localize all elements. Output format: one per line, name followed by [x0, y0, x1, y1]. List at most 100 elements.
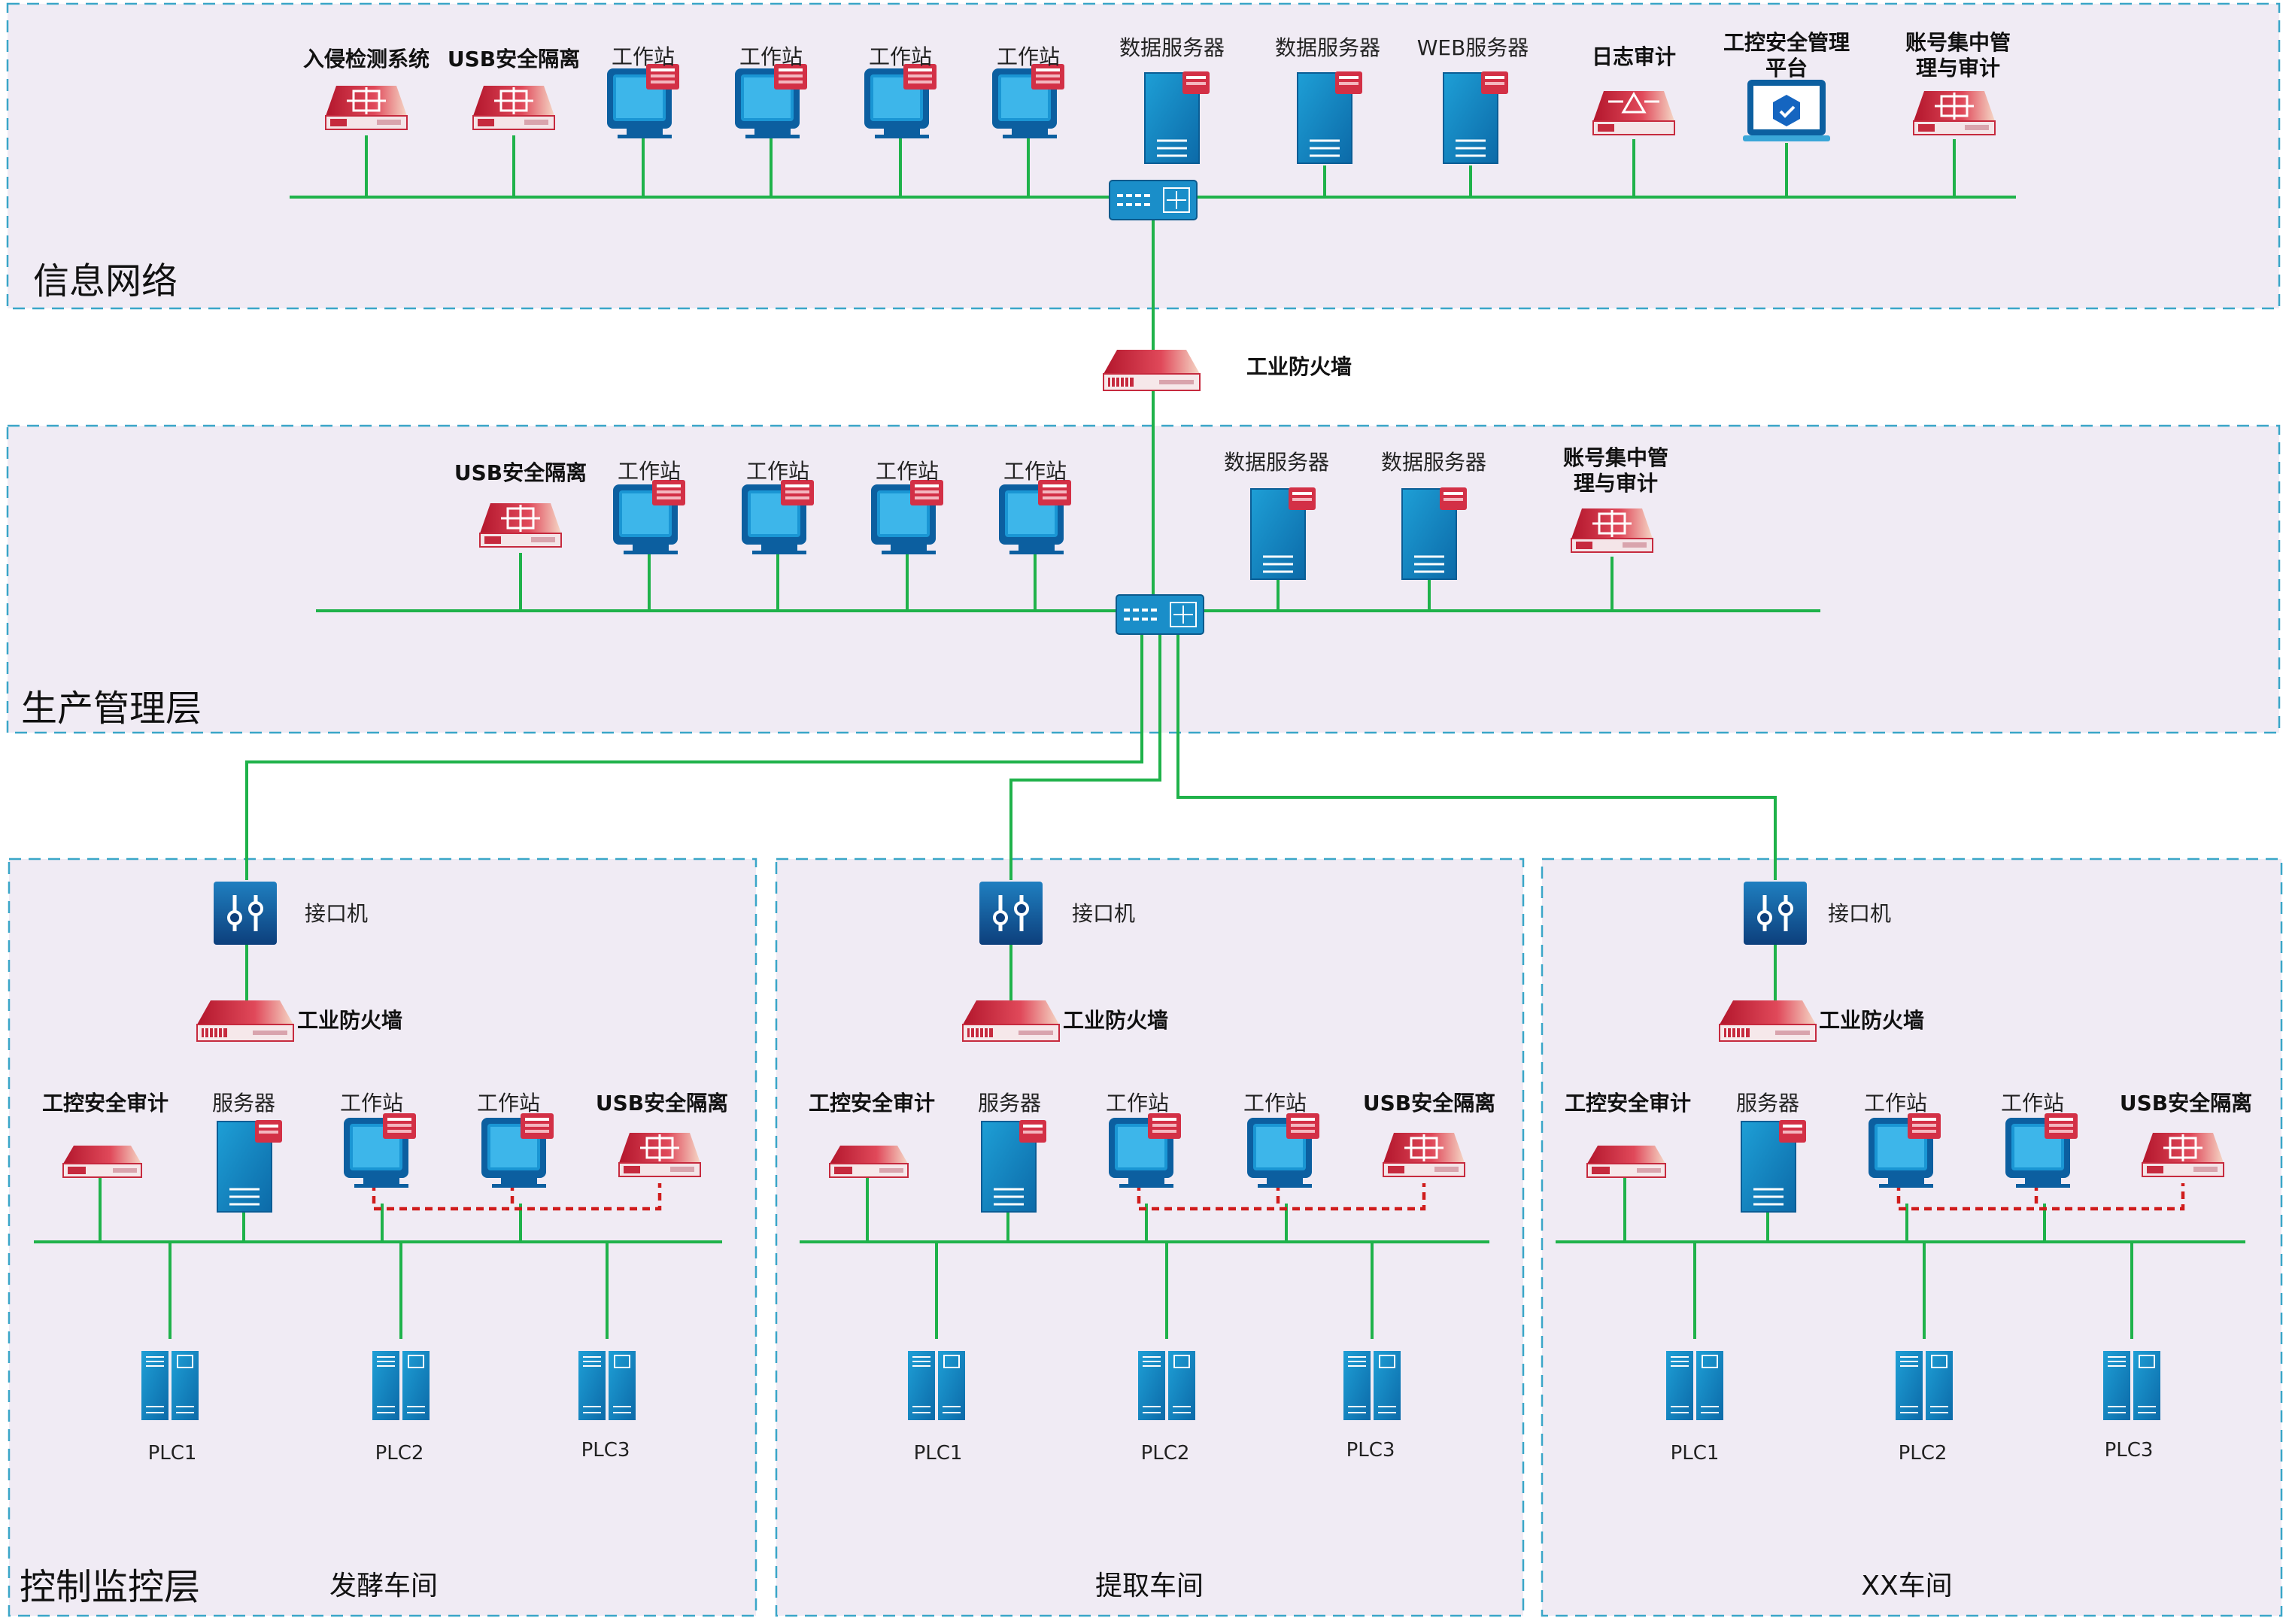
usb-isolation-device: [472, 84, 556, 131]
label-data-server: 数据服务器: [1119, 35, 1225, 60]
ics-audit-device: [1586, 1145, 1666, 1178]
workstation-icon: [999, 480, 1071, 554]
workstation-icon: [481, 1113, 554, 1188]
network-links: [34, 135, 2245, 1339]
layer-title-info: 信息网络: [33, 260, 178, 302]
workstation-icon: [871, 480, 943, 554]
label-usb: USB安全隔离: [1363, 1091, 1495, 1116]
layer-title-control: 控制监控层: [20, 1566, 200, 1608]
label-workstation: 工作站: [477, 1091, 540, 1116]
label-firewall: 工业防火墙: [1819, 1008, 1924, 1033]
label-firewall: 工业防火墙: [297, 1008, 402, 1033]
label-ics-platform-2: 平台: [1765, 56, 1808, 80]
label-web-server: WEB服务器: [1417, 35, 1529, 60]
interface-machine-icon: [979, 882, 1043, 945]
label-usb: USB安全隔离: [454, 460, 587, 485]
switch-icon: [1108, 179, 1198, 221]
usb-isolation-device: [618, 1131, 702, 1178]
label-plc2: PLC2: [1141, 1442, 1190, 1465]
firewall-device: [962, 1000, 1060, 1042]
account-audit-device: [1570, 507, 1654, 554]
workstation-icon: [613, 480, 685, 554]
usb-isolation-device: [2141, 1131, 2225, 1178]
interface-machine-icon: [1744, 882, 1807, 945]
log-audit-device: [1592, 90, 1676, 136]
label-interface: 接口机: [1072, 901, 1135, 926]
workstation-icon: [742, 480, 814, 554]
label-workstation: 工作站: [997, 44, 1060, 69]
account-audit-device: [1912, 90, 1996, 136]
label-plc1: PLC1: [914, 1442, 963, 1465]
label-usb: USB安全隔离: [2120, 1091, 2252, 1116]
label-workstation: 工作站: [1106, 1091, 1169, 1116]
label-workstation: 工作站: [876, 459, 939, 484]
label-plc2: PLC2: [1899, 1442, 1947, 1465]
workstation-icon: [1869, 1113, 1941, 1188]
interface-machine-icon: [214, 882, 277, 945]
label-workstation: 工作站: [612, 44, 675, 69]
ics-audit-device: [829, 1145, 909, 1178]
label-data-server: 数据服务器: [1224, 450, 1329, 475]
workshop-name-2: 提取车间: [1095, 1571, 1204, 1601]
workstation-icon: [735, 64, 807, 138]
workstation-icon: [992, 64, 1064, 138]
zone-info-network: [6, 2, 2281, 310]
label-intrusion: 入侵检测系统: [303, 47, 430, 71]
firewall-device: [1103, 349, 1201, 391]
label-server: 服务器: [212, 1091, 275, 1116]
firewall-device: [1719, 1000, 1817, 1042]
label-ics-audit: 工控安全审计: [1565, 1091, 1691, 1116]
layer-title-production: 生产管理层: [21, 688, 202, 730]
label-plc3: PLC3: [2105, 1439, 2154, 1462]
label-workstation: 工作站: [1243, 1091, 1307, 1116]
workstation-icon: [1247, 1113, 1319, 1188]
label-workstation: 工作站: [340, 1091, 403, 1116]
label-server: 服务器: [1736, 1091, 1799, 1116]
label-plc3: PLC3: [581, 1439, 630, 1462]
label-plc3: PLC3: [1346, 1439, 1395, 1462]
label-usb: USB安全隔离: [448, 47, 580, 71]
switch-icon: [1115, 593, 1205, 636]
usb-isolation-device: [478, 502, 563, 548]
firewall-device: [196, 1000, 294, 1042]
label-data-server: 数据服务器: [1381, 450, 1486, 475]
workshop-name-1: 发酵车间: [329, 1571, 438, 1601]
label-server: 服务器: [978, 1091, 1041, 1116]
label-account-1: 账号集中管: [1905, 30, 2011, 55]
zone-workshop-2: [775, 858, 1525, 1617]
ics-audit-device: [62, 1145, 142, 1178]
label-ics-platform-1: 工控安全管理: [1723, 30, 1850, 55]
label-account-2: 理与审计: [1574, 471, 1658, 496]
label-log-audit: 日志审计: [1592, 44, 1676, 69]
label-plc1: PLC1: [1671, 1442, 1720, 1465]
workstation-icon: [607, 64, 679, 138]
label-workstation: 工作站: [2001, 1091, 2064, 1116]
ids-device: [324, 84, 408, 131]
workstation-icon: [344, 1113, 416, 1188]
label-account-1: 账号集中管: [1563, 445, 1668, 470]
label-ics-audit: 工控安全审计: [809, 1091, 935, 1116]
zone-workshop-3: [1541, 858, 2283, 1617]
label-firewall: 工业防火墙: [1246, 354, 1352, 379]
label-firewall: 工业防火墙: [1063, 1008, 1168, 1033]
label-workstation: 工作站: [1003, 459, 1067, 484]
label-workstation: 工作站: [869, 44, 932, 69]
label-usb: USB安全隔离: [596, 1091, 728, 1116]
workstation-icon: [2005, 1113, 2078, 1188]
label-data-server: 数据服务器: [1275, 35, 1380, 60]
label-interface: 接口机: [305, 901, 368, 926]
ics-platform-icon: [1741, 78, 1832, 143]
usb-isolation-device: [1382, 1131, 1466, 1178]
label-workstation: 工作站: [746, 459, 809, 484]
label-plc1: PLC1: [148, 1442, 197, 1465]
label-plc2: PLC2: [375, 1442, 424, 1465]
label-workstation: 工作站: [1864, 1091, 1927, 1116]
workshop-name-3: XX车间: [1861, 1571, 1952, 1601]
label-workstation: 工作站: [618, 459, 681, 484]
label-account-2: 理与审计: [1916, 56, 2000, 80]
workstation-icon: [1109, 1113, 1181, 1188]
label-interface: 接口机: [1828, 901, 1891, 926]
label-ics-audit: 工控安全审计: [42, 1091, 168, 1116]
workstation-icon: [864, 64, 937, 138]
